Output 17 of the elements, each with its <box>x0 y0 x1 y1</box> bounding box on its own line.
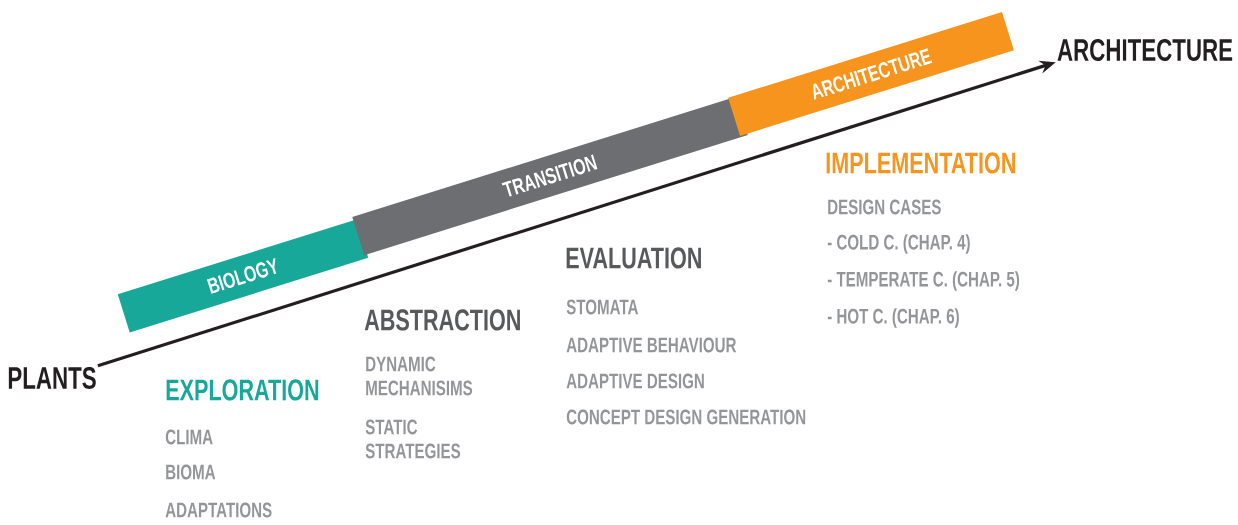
list-item: ADAPTIVE DESIGN <box>566 373 704 389</box>
list-item: CONCEPT DESIGN GENERATION <box>566 409 806 425</box>
list-item: STOMATA <box>566 299 639 315</box>
list-item: STATIC STRATEGIES <box>365 419 461 459</box>
heading: IMPLEMENTATION <box>826 152 1015 174</box>
list-item: - HOT C. (CHAP. 6) <box>827 308 959 328</box>
list-item: BIOMA <box>166 464 216 480</box>
list-item: DYNAMIC MECHANISIMS <box>366 356 473 396</box>
heading: EXPLORATION <box>166 379 319 401</box>
end-label: PLANTS <box>8 367 96 389</box>
list-item: DESIGN CASES <box>828 199 941 215</box>
end-label: ARCHITECTURE <box>1057 39 1233 61</box>
list-item: - TEMPERATE C. (CHAP. 5) <box>827 271 1020 291</box>
list-item: - COLD C. (CHAP. 4) <box>827 234 970 254</box>
list-item: ADAPTATIONS <box>165 502 272 518</box>
list-item: CLIMA <box>165 429 213 445</box>
list-item: ADAPTIVE BEHAVIOUR <box>566 337 737 353</box>
